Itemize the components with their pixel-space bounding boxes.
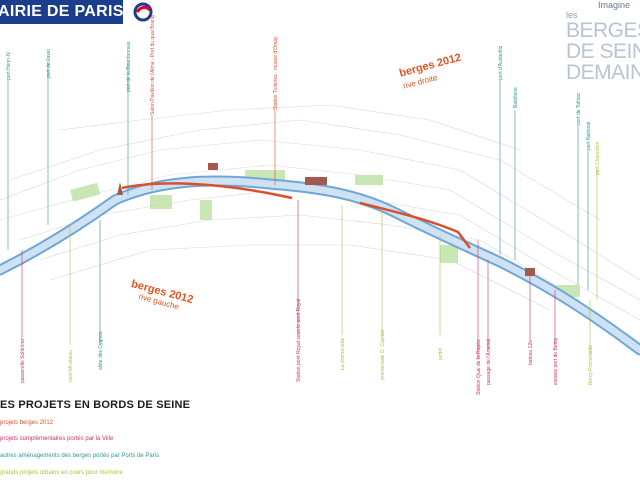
parks (70, 170, 580, 297)
legend-item-berges-2012: projets berges 2012 (0, 420, 54, 426)
label-salon-pavillon: Salon Pavillon de l'Alma - Port du quai … (150, 14, 156, 115)
brand-line-1: BERGES (566, 19, 640, 42)
label-station-tuileries: Station Tuileries - musée d'Orsay (273, 36, 279, 110)
legend-item-grands-projets: grands projets urbains en cours pour mém… (0, 470, 123, 476)
header-title: AIRIE DE PARIS (0, 3, 124, 20)
brand-les: les (566, 10, 578, 20)
label-espace-port-bercy: espace port de Bercy (553, 337, 559, 385)
leader-lines-top (7, 60, 598, 300)
label-batellerie: Batellerie (513, 87, 519, 108)
label-bercy-promenade: Bercy Promenade (588, 344, 594, 385)
brand-line-2: DE SEINE (566, 40, 640, 63)
label-jardin: jardin (438, 347, 444, 360)
label-bateau-12e: bateau 12e (528, 339, 534, 365)
label-passage-arsenal: passage de l'Arsenal (486, 338, 492, 385)
label-pont-mirabeau: pont Mirabeau (68, 350, 74, 382)
legend-item-ports-de-paris: autres aménagements des berges portés pa… (0, 453, 160, 459)
seine-map (0, 60, 640, 360)
brand-line-3: DEMAIN (566, 61, 640, 84)
berges-2012-rive-droite (359, 201, 471, 249)
river-seine-inner (0, 177, 640, 354)
brand-logo: les BERGES DE SEINE DEMAIN (566, 10, 640, 90)
label-port-charenton: port Charenton (595, 141, 601, 175)
label-port-bourdonnais: port de la Bourdonnais (126, 41, 132, 92)
label-station-pont-royal: Station pont Royal sous le pont Royal (296, 298, 302, 382)
label-passerelle: passerelle Solferino (20, 339, 26, 383)
label-port-tolbiac: port de Tolbiac (576, 92, 582, 125)
label-port-javel: port de Javel (46, 49, 52, 78)
leader-lines-bottom (21, 200, 591, 360)
label-station-rive: Station Quai de la Rapée (476, 339, 482, 395)
legend-item-projets-ville: projets complémentaires portés par la Vi… (0, 436, 114, 442)
label-port-henri-iv: port Henri-IV (6, 51, 12, 80)
paris-logo-icon (133, 2, 153, 22)
brand-imagine: Imagine (598, 0, 631, 10)
label-allee-cygnes: allée des Cygnes (98, 331, 104, 370)
paris-logo (123, 0, 158, 24)
landmarks (117, 163, 535, 276)
label-promenade-capitan: promenade G. Capitan (380, 329, 386, 380)
label-port-austerlitz: port d'Austerlitz (498, 45, 504, 80)
legend-title: ES PROJETS EN BORDS DE SEINE (0, 399, 191, 411)
label-la-promenade: La promenade (340, 337, 346, 370)
label-port-national: port National (586, 121, 592, 150)
berges-2012-rive-gauche (121, 182, 293, 200)
